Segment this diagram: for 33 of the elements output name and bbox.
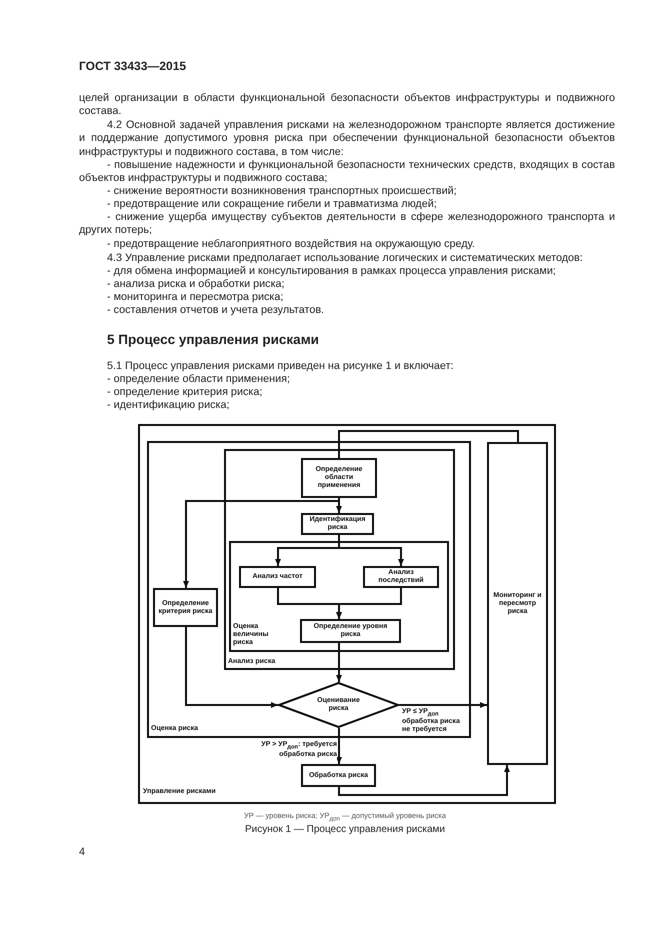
page-number: 4 (79, 846, 86, 860)
list-item: - составления отчетов и учета результатов. (107, 304, 326, 318)
section-heading: 5 Процесс управления рисками (107, 333, 319, 346)
arrow (185, 627, 278, 708)
decision-diamond (278, 682, 399, 728)
connector-line (338, 430, 519, 458)
list-item: - предотвращение или сокращение гибели и травматизма людей; (106, 198, 438, 212)
paragraph: 4.2 Основной задачей управления рисками на железнодорожном транспорте является достижение и поддержание допустимого уровня риска при обеспечении функциональной безопасности объектов инфраструктуры и подвижного состава, в том числе: (79, 119, 615, 159)
list-item: - предотвращение неблагоприятного воздействия на окружающую среду. (106, 238, 476, 252)
paragraph: 5.1 Процесс управления рисками приведен на рисунке 1 и включает: (107, 360, 455, 374)
paragraph: 4.3 Управление рисками предполагает использование логических и систематических методов: (107, 252, 584, 266)
list-item: - определение критерия риска; (107, 386, 264, 400)
arrow (336, 728, 342, 764)
group-frame (147, 441, 471, 738)
figure-caption: Рисунок 1 — Процесс управления рисками (244, 823, 446, 836)
list-item: - анализа риска и обработки риска; (107, 278, 286, 292)
group-frame (138, 424, 556, 804)
arrow (336, 643, 342, 682)
list-item: - снижение вероятности возникновения транспортных происшествий; (106, 185, 458, 198)
list-item: - мониторинга и пересмотра риска; (107, 291, 284, 304)
group-frame (224, 449, 455, 670)
group-frame (229, 541, 449, 652)
document-header: ГОСТ 33433—2015 (79, 60, 186, 74)
arrow (399, 702, 487, 708)
arrow (338, 765, 510, 796)
list-item: - определение области применения; (107, 373, 291, 386)
list-item: - повышение надежности и функциональной безопасности технических средств, входящих в состав объектов инфраструктуры и подвижного состава; (79, 159, 615, 186)
list-item: - снижение ущерба имуществу субъектов деятельности в сфере железнодорожного транспорта и других потерь; (79, 211, 615, 238)
list-item: - для обмена информацией и консультирования в рамках процесса управления рисками; (107, 265, 557, 278)
list-item: - идентификацию риска; (107, 399, 230, 412)
paragraph: целей организации в области функциональной безопасности объектов инфраструктуры и подвижного состава. (79, 92, 615, 119)
arrow (183, 498, 340, 588)
arrow (336, 588, 402, 619)
